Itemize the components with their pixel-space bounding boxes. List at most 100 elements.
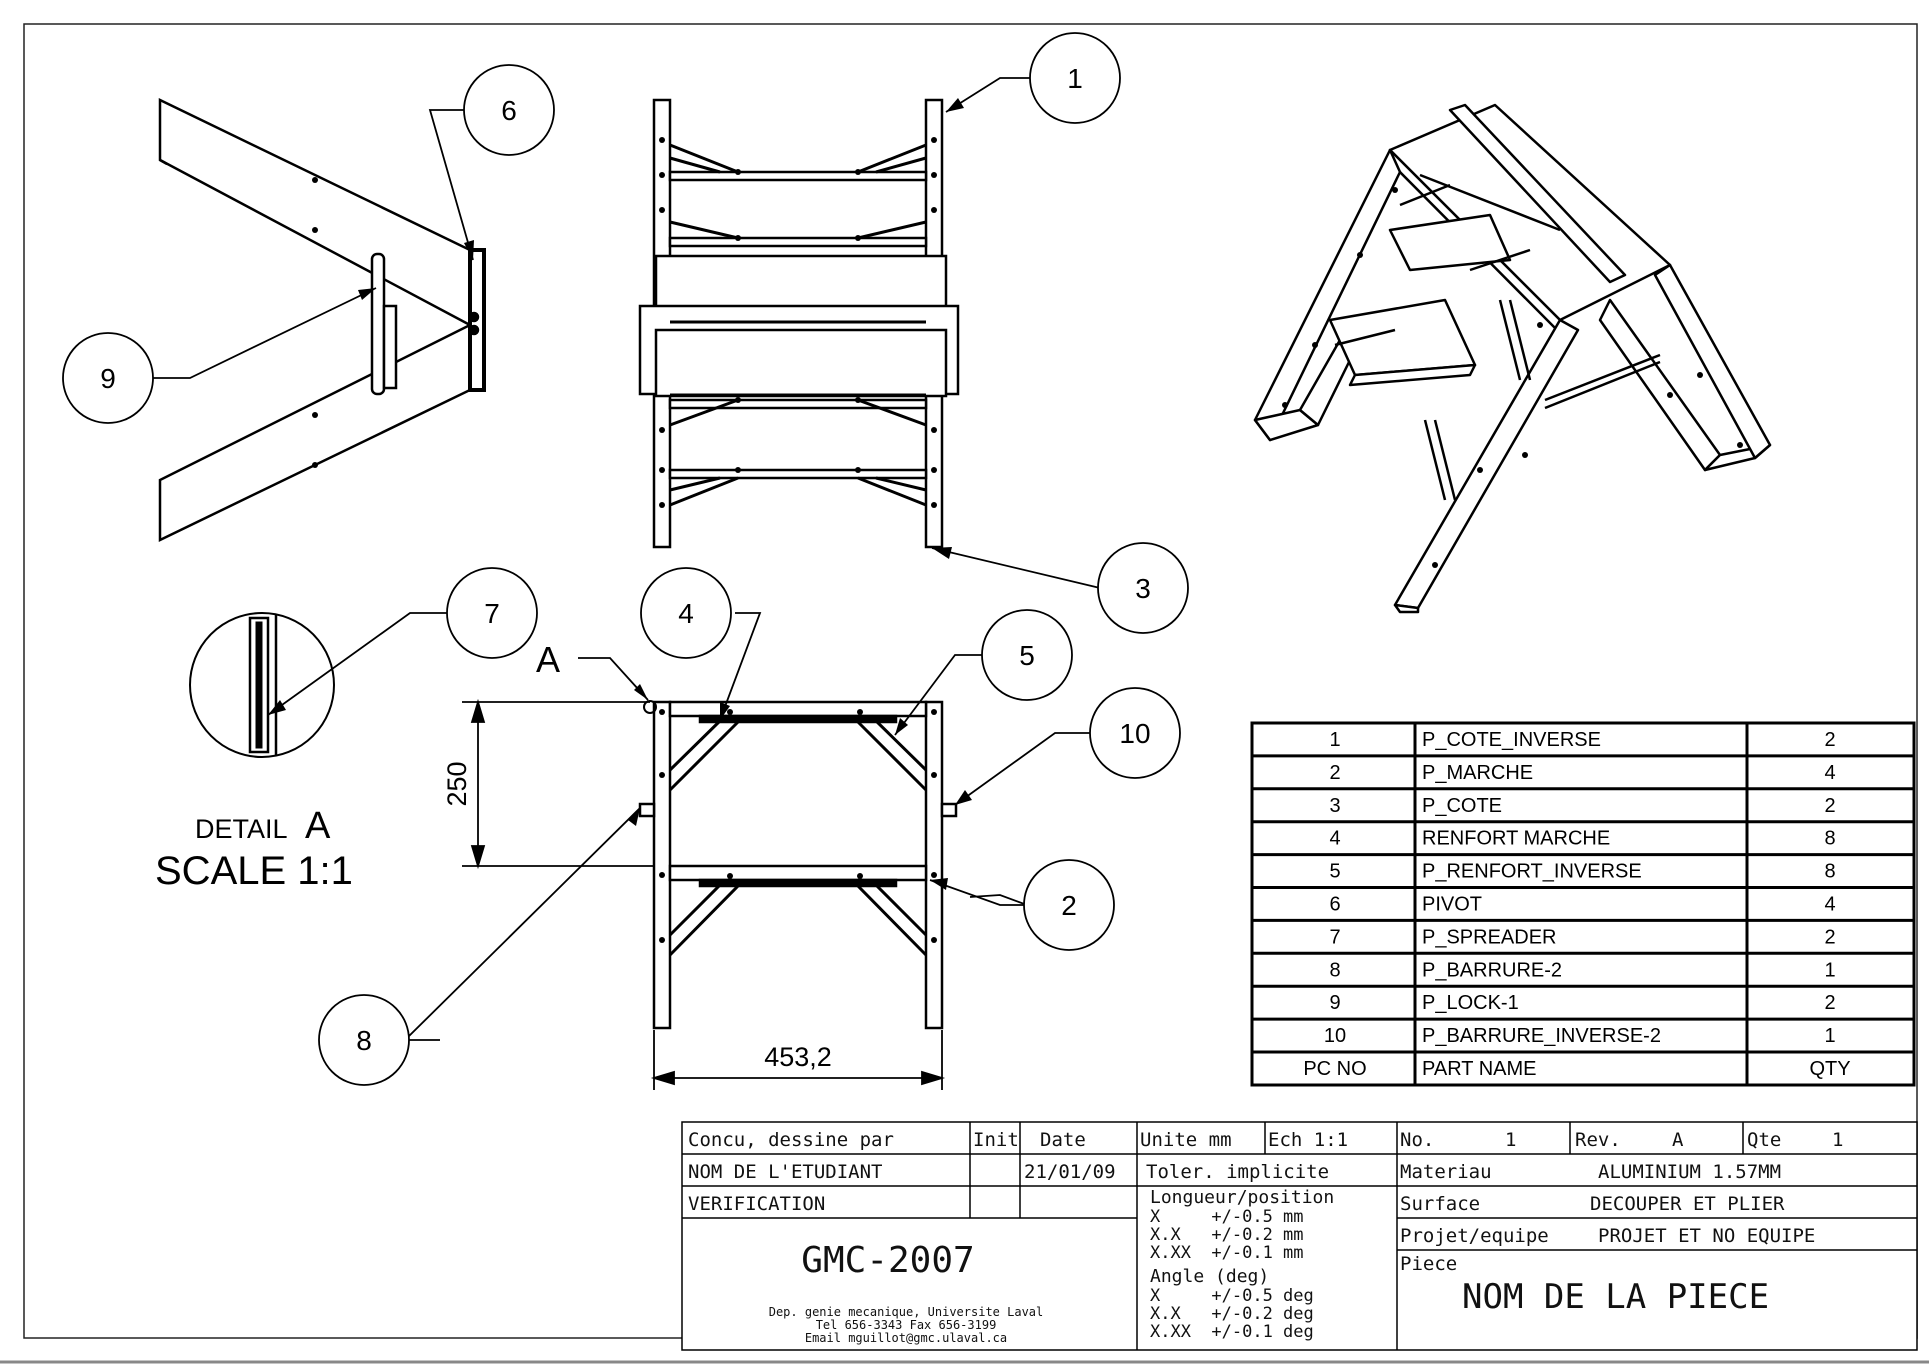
bom-cell-qty: 1 [1824, 1025, 1835, 1047]
tb-init: Init [973, 1129, 1019, 1151]
bom-cell-qty: 1 [1824, 959, 1835, 981]
balloon-10: 10 [1119, 718, 1150, 749]
tb-ang-x: X +/-0.5 deg [1150, 1286, 1314, 1306]
balloon-3: 3 [1135, 573, 1151, 604]
dimension-height-value: 250 [442, 761, 472, 806]
bom-cell-name: PIVOT [1422, 894, 1482, 916]
bom-cell-qty: 4 [1824, 894, 1835, 916]
tb-verification: VERIFICATION [688, 1193, 825, 1215]
tb-material-value: ALUMINIUM 1.57MM [1598, 1161, 1781, 1183]
balloon-2: 2 [1061, 890, 1077, 921]
tb-date-label: Date [1040, 1129, 1086, 1151]
bom-cell-name: P_LOCK-1 [1422, 992, 1519, 1014]
bom-cell-qty: 2 [1824, 926, 1835, 948]
balloon-6: 6 [501, 95, 517, 126]
bom-cell-qty: 2 [1824, 729, 1835, 751]
bom-cell-pc: 8 [1329, 959, 1340, 981]
detail-callout-letter: A [536, 639, 560, 680]
bom-cell-name: P_BARRURE-2 [1422, 959, 1562, 981]
tb-ang-xxx: X.XX +/-0.1 deg [1150, 1322, 1314, 1342]
bom-cell-pc: 3 [1329, 795, 1340, 817]
bom-cell-qty: 4 [1824, 762, 1835, 784]
bom-cell-pc: PC NO [1303, 1058, 1366, 1080]
bom-cell-pc: 2 [1329, 762, 1340, 784]
tb-qty-label: Qte [1747, 1129, 1781, 1151]
bom-cell-qty: 2 [1824, 992, 1835, 1014]
bom-cell-name: P_RENFORT_INVERSE [1422, 861, 1642, 883]
tb-project-label: Projet/equipe [1400, 1225, 1549, 1247]
bom-cell-qty: QTY [1809, 1058, 1850, 1080]
tb-project-value: PROJET ET NO EQUIPE [1598, 1225, 1815, 1247]
tb-piece-label: Piece [1400, 1253, 1457, 1275]
dimension-height [462, 698, 655, 870]
tb-tol-xxx: X.XX +/-0.1 mm [1150, 1243, 1304, 1263]
tb-rev-value: A [1672, 1129, 1684, 1151]
title-block-text: Concu, dessine par Init Date Unite mm Ec… [688, 1129, 1843, 1345]
tb-units: Unite mm [1140, 1129, 1232, 1151]
bom-cell-pc: 6 [1329, 894, 1340, 916]
tb-tol-x: X +/-0.5 mm [1150, 1207, 1304, 1227]
bom-cell-pc: 7 [1329, 926, 1340, 948]
front-view [638, 700, 958, 1030]
bom-cell-pc: 5 [1329, 861, 1340, 883]
tb-surface-label: Surface [1400, 1193, 1480, 1215]
tb-ang-xx: X.X +/-0.2 deg [1150, 1304, 1314, 1324]
balloon-9: 9 [100, 363, 116, 394]
detail-label-word: DETAIL [195, 814, 288, 844]
tb-rev-label: Rev. [1575, 1129, 1621, 1151]
side-view [158, 98, 486, 542]
bom-cell-name: PART NAME [1422, 1058, 1536, 1080]
tb-designed-by: Concu, dessine par [688, 1129, 894, 1151]
balloon-1: 1 [1067, 63, 1083, 94]
detail-label-letter: A [305, 805, 331, 847]
balloon-5: 5 [1019, 640, 1035, 671]
top-view [638, 98, 960, 549]
balloon-7: 7 [484, 598, 500, 629]
bom-cell-name: RENFORT MARCHE [1422, 828, 1610, 850]
bom-cell-pc: 1 [1329, 729, 1340, 751]
balloon-circles [62, 32, 1189, 1086]
bom-frame [1250, 721, 1916, 1087]
tb-qty-value: 1 [1832, 1129, 1843, 1151]
bom-cell-qty: 8 [1824, 861, 1835, 883]
tb-piece-value: NOM DE LA PIECE [1462, 1277, 1769, 1317]
bom-cell-name: P_BARRURE_INVERSE-2 [1422, 1025, 1661, 1047]
tb-angle-header: Angle (deg) [1150, 1266, 1269, 1287]
bom-cell-name: P_MARCHE [1422, 762, 1533, 784]
tb-dept: Dep. genie mecanique, Universite Laval [769, 1305, 1044, 1319]
detail-a-circle [189, 612, 335, 758]
tb-course: GMC-2007 [801, 1240, 974, 1281]
title-block [681, 1121, 1918, 1351]
balloon-4: 4 [678, 598, 694, 629]
tb-length-header: Longueur/position [1150, 1187, 1334, 1208]
dimension-width [650, 1030, 946, 1090]
bom-cell-pc: 9 [1329, 992, 1340, 1014]
tb-material-label: Materiau [1400, 1161, 1492, 1183]
tb-email: Email mguillot@gmc.ulaval.ca [805, 1331, 1007, 1345]
bom-cell-pc: 10 [1324, 1025, 1346, 1047]
tb-surface-value: DECOUPER ET PLIER [1590, 1193, 1785, 1215]
bom-cell-name: P_COTE [1422, 795, 1502, 817]
bom-cell-qty: 8 [1824, 828, 1835, 850]
tb-scale: Ech 1:1 [1268, 1129, 1348, 1151]
dimension-width-value: 453,2 [764, 1042, 832, 1072]
tb-no-label: No. [1400, 1129, 1434, 1151]
balloon-numbers: 1 2 3 4 5 6 7 8 9 10 [100, 63, 1151, 1056]
tb-student: NOM DE L'ETUDIANT [688, 1161, 882, 1183]
tb-tolerance: Toler. implicite [1146, 1161, 1329, 1183]
detail-callout-arrow [634, 684, 648, 700]
bom-cell-qty: 2 [1824, 795, 1835, 817]
bom-cell-name: P_SPREADER [1422, 926, 1557, 948]
detail-scale: SCALE 1:1 [155, 849, 353, 893]
isometric-view [1253, 103, 1772, 614]
tb-date-value: 21/01/09 [1024, 1161, 1116, 1183]
leader-arrows [268, 98, 972, 890]
detail-callout-leader [578, 657, 649, 701]
tb-tol-xx: X.X +/-0.2 mm [1150, 1225, 1304, 1245]
balloon-8: 8 [356, 1025, 372, 1056]
tb-phone: Tel 656-3343 Fax 656-3199 [816, 1318, 997, 1332]
bom-cell-pc: 4 [1329, 828, 1340, 850]
bom-cell-name: P_COTE_INVERSE [1422, 729, 1601, 751]
